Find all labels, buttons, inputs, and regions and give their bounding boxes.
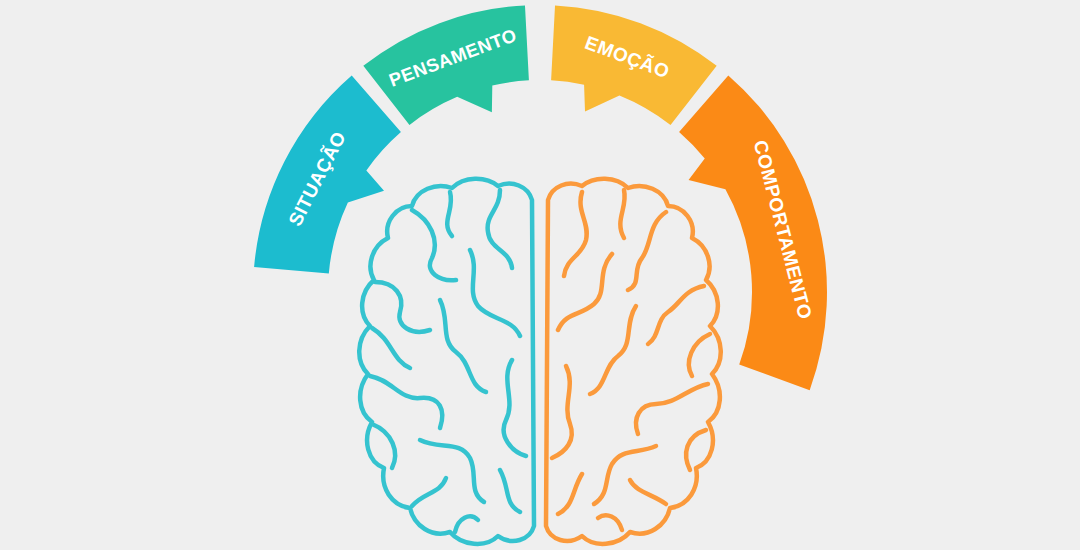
- band-outline: [254, 75, 401, 273]
- left-hemisphere: [359, 179, 534, 544]
- band-outline: [363, 5, 529, 125]
- arc-band: PENSAMENTO: [361, 3, 531, 127]
- band-outline: [679, 75, 827, 390]
- arc-band: SITUAÇÃO: [252, 73, 403, 276]
- right-hemisphere: [546, 179, 721, 544]
- arc-band: EMOÇÃO: [549, 3, 719, 127]
- arc-band: COMPORTAMENTO: [677, 73, 829, 393]
- band-shape: [677, 73, 829, 393]
- band-outline: [551, 5, 717, 125]
